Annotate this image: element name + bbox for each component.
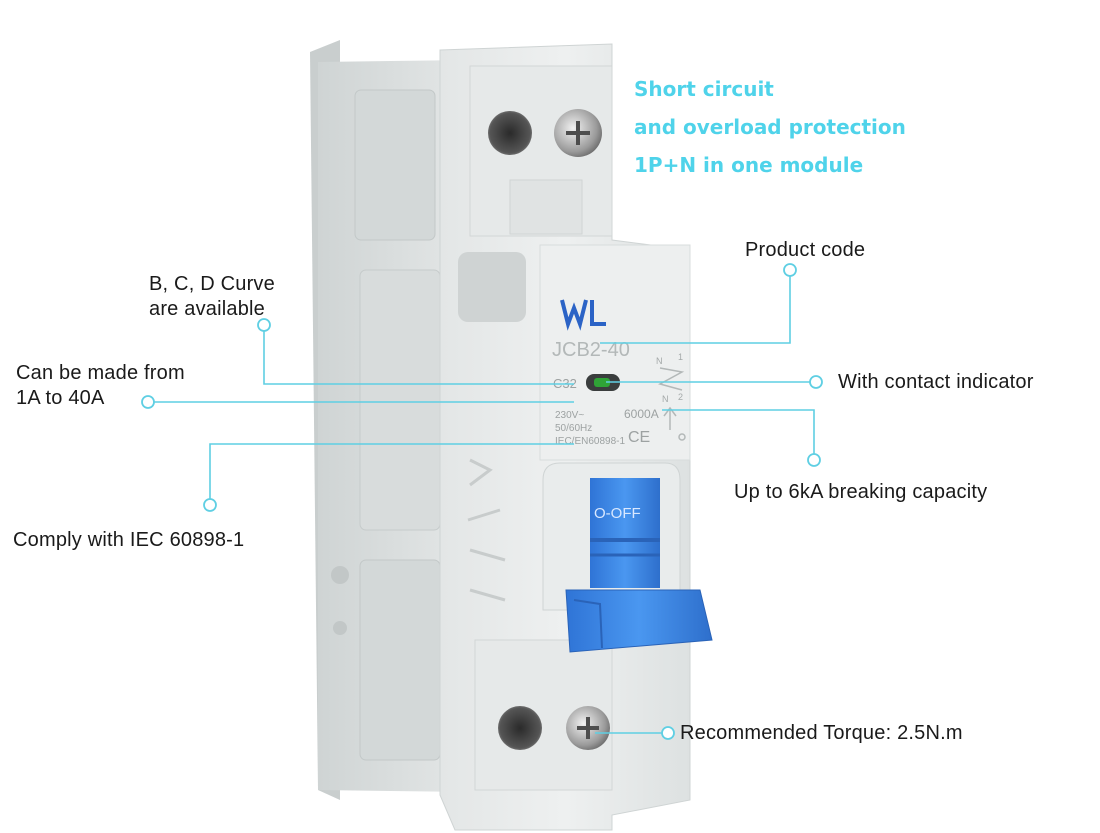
top-left-wire-hole [488, 111, 532, 155]
curve-label-line-1: B, C, D Curve [149, 273, 275, 295]
breaking-capacity-leader [662, 409, 815, 460]
ce-mark-text: CE [628, 429, 650, 446]
terminal-2-text: 2 [678, 392, 683, 402]
brand-logo-icon [560, 299, 606, 331]
toggle-lever[interactable]: O-OFF [542, 462, 713, 653]
top-screw-icon [554, 109, 602, 157]
breaker-side-panel [310, 40, 470, 800]
rating-range-line-1: Can be made from [16, 362, 185, 384]
wiring-symbol-icon [658, 367, 686, 441]
toggle-off-text: O-OFF [594, 505, 641, 522]
product-code-leader [600, 270, 791, 344]
headline-line-2: and overload protection [634, 115, 906, 139]
standard-text: IEC/EN60898-1 [555, 436, 625, 447]
iec-compliance-label: Comply with IEC 60898-1 [13, 529, 245, 551]
model-code-text: JCB2-40 [552, 339, 630, 361]
terminal-n-bottom-text: N [662, 394, 669, 404]
rating-range-line-2: 1A to 40A [16, 387, 105, 409]
contact-indicator [586, 374, 620, 391]
headline-line-3: 1P+N in one module [634, 153, 864, 177]
bottom-screw-icon [566, 706, 610, 750]
curve-leader [263, 325, 574, 385]
headline: Short circuit and overload protection 1P… [634, 70, 906, 184]
breaking-capacity-mark-text: 6000A [624, 407, 659, 421]
voltage-text: 230V~ [555, 410, 584, 421]
curve-label-line-2: are available [149, 298, 266, 320]
leader-lines [148, 270, 816, 734]
bottom-left-wire-hole [498, 706, 542, 750]
frequency-text: 50/60Hz [555, 423, 592, 434]
terminal-1-text: 1 [678, 352, 683, 362]
terminal-n-top-text: N [656, 356, 663, 366]
product-code-label: Product code [745, 239, 866, 261]
contact-indicator-label: With contact indicator [838, 371, 1034, 393]
breaking-capacity-label: Up to 6kA breaking capacity [734, 481, 988, 503]
headline-line-1: Short circuit [634, 77, 774, 101]
leader-endpoints [141, 263, 823, 740]
curve-label: B, C, D Curve are available [149, 272, 275, 322]
iec-leader [209, 443, 574, 505]
rating-range-label: Can be made from 1A to 40A [16, 361, 185, 411]
torque-label: Recommended Torque: 2.5N.m [680, 722, 963, 744]
